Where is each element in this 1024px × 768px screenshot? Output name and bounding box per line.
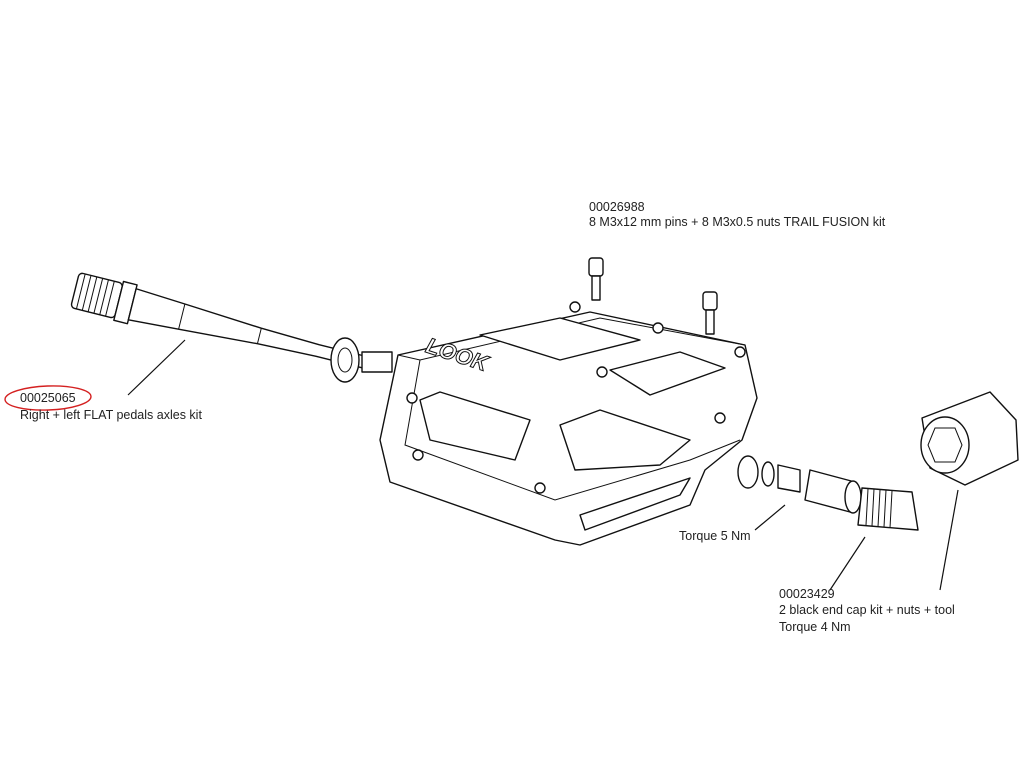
nut-torque: Torque 5 Nm — [679, 529, 751, 543]
leader-axle — [127, 339, 186, 396]
endcap-part-code: 00023429 — [779, 587, 835, 601]
endcap-torque: Torque 4 Nm — [779, 620, 851, 634]
end-cap — [804, 469, 919, 531]
pins-part-desc: 8 M3x12 mm pins + 8 M3x0.5 nuts TRAIL FU… — [589, 215, 886, 229]
pins-part-code: 00026988 — [589, 200, 645, 214]
leader-torque-5 — [754, 504, 786, 531]
pedal-body: LOOK — [379, 301, 758, 546]
red-highlight-circle — [4, 385, 92, 411]
axle-part-code: 00025065 — [20, 391, 76, 405]
axle-part-desc: Right + left FLAT pedals axles kit — [20, 408, 202, 422]
axle-seal — [330, 337, 360, 383]
pedal-pins — [588, 257, 718, 335]
leader-end-cap — [829, 536, 866, 591]
axle-stub — [361, 351, 393, 373]
leader-tool — [939, 489, 959, 591]
pedal-axle — [70, 272, 369, 370]
end-cap-tool — [920, 391, 1019, 486]
bearing-nut-assembly — [737, 455, 801, 493]
endcap-part-desc: 2 black end cap kit + nuts + tool — [779, 603, 955, 617]
